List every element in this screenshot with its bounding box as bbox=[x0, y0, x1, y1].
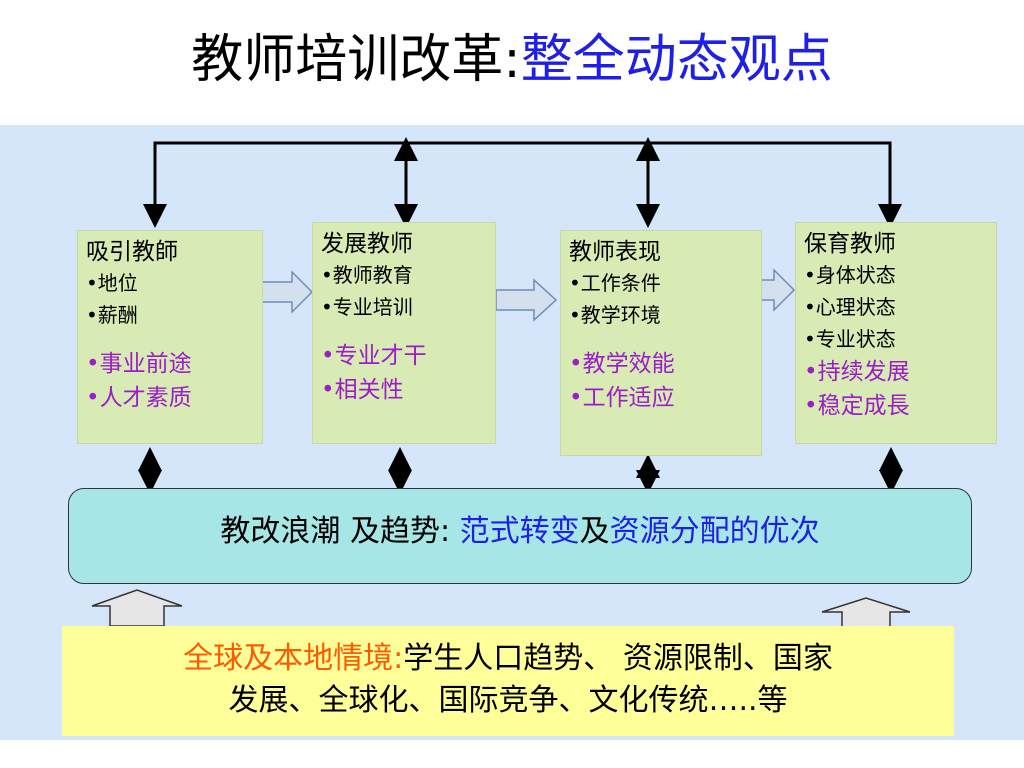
box-heading: 发展教师 bbox=[321, 231, 413, 257]
box-item: •专业状态 bbox=[804, 327, 896, 351]
context-text-2: 发展、全球化、国际竞争、文化传统…..等 bbox=[228, 683, 788, 718]
title-highlight: 整全动态观点 bbox=[520, 30, 833, 90]
page-title: 教师培训改革:整全动态观点 bbox=[0, 20, 1024, 100]
up-arrow-left bbox=[91, 589, 183, 627]
box-item: •身体状态 bbox=[804, 263, 896, 287]
box-item: •心理状态 bbox=[804, 295, 896, 319]
context-box: 全球及本地情境:学生人口趋势、 资源限制、国家 发展、全球化、国际竞争、文化传统… bbox=[62, 626, 954, 736]
context-line-1: 全球及本地情境:学生人口趋势、 资源限制、国家 bbox=[62, 638, 954, 680]
box-heading: 保育教师 bbox=[804, 231, 896, 257]
box-highlight-item: •人才素质 bbox=[86, 385, 192, 411]
box-highlight-item: •教学效能 bbox=[569, 351, 675, 377]
box-item: •薪酬 bbox=[86, 303, 138, 327]
band-connector: 及 bbox=[579, 514, 610, 549]
box-retain-teachers: 保育教师 •身体状态 •心理状态 •专业状态 •持续发展 •稳定成長 bbox=[795, 222, 997, 444]
flow-arrow-2 bbox=[495, 278, 558, 322]
band-resource-priority: 资源分配的优次 bbox=[609, 514, 820, 549]
context-text-1: 学生人口趋势、 资源限制、国家 bbox=[403, 641, 833, 676]
reform-trends-band: 教改浪潮 及趋势: 范式转变及资源分配的优次 bbox=[68, 488, 972, 584]
box-attract-teachers: 吸引教師 •地位 •薪酬 •事业前途 •人才素质 bbox=[77, 230, 263, 444]
box-highlight-item: •稳定成長 bbox=[804, 393, 910, 419]
box-develop-teachers: 发展教师 •教师教育 •专业培训 •专业才干 •相关性 bbox=[312, 222, 496, 444]
box-item: •地位 bbox=[86, 271, 138, 295]
box-highlight-item: •专业才干 bbox=[321, 343, 427, 369]
box-heading: 教师表现 bbox=[569, 239, 661, 265]
top-connector-line bbox=[143, 141, 902, 228]
band-prefix: 教改浪潮 及趋势: bbox=[220, 514, 460, 549]
box-highlight-item: •持续发展 bbox=[804, 359, 910, 385]
context-label: 全球及本地情境: bbox=[183, 641, 404, 676]
box-highlight-item: •工作适应 bbox=[569, 385, 675, 411]
box-item: •教师教育 bbox=[321, 263, 413, 287]
band-paradigm-shift: 范式转变 bbox=[459, 514, 580, 549]
box-highlight-item: •事业前途 bbox=[86, 351, 192, 377]
box-item: •教学环境 bbox=[569, 303, 661, 327]
box-teacher-performance: 教师表现 •工作条件 •教学环境 •教学效能 •工作适应 bbox=[560, 230, 762, 456]
box-item: •专业培训 bbox=[321, 295, 413, 319]
box-heading: 吸引教師 bbox=[86, 239, 178, 265]
title-main: 教师培训改革: bbox=[191, 30, 521, 90]
box-highlight-item: •相关性 bbox=[321, 377, 404, 403]
box-item: •工作条件 bbox=[569, 271, 661, 295]
